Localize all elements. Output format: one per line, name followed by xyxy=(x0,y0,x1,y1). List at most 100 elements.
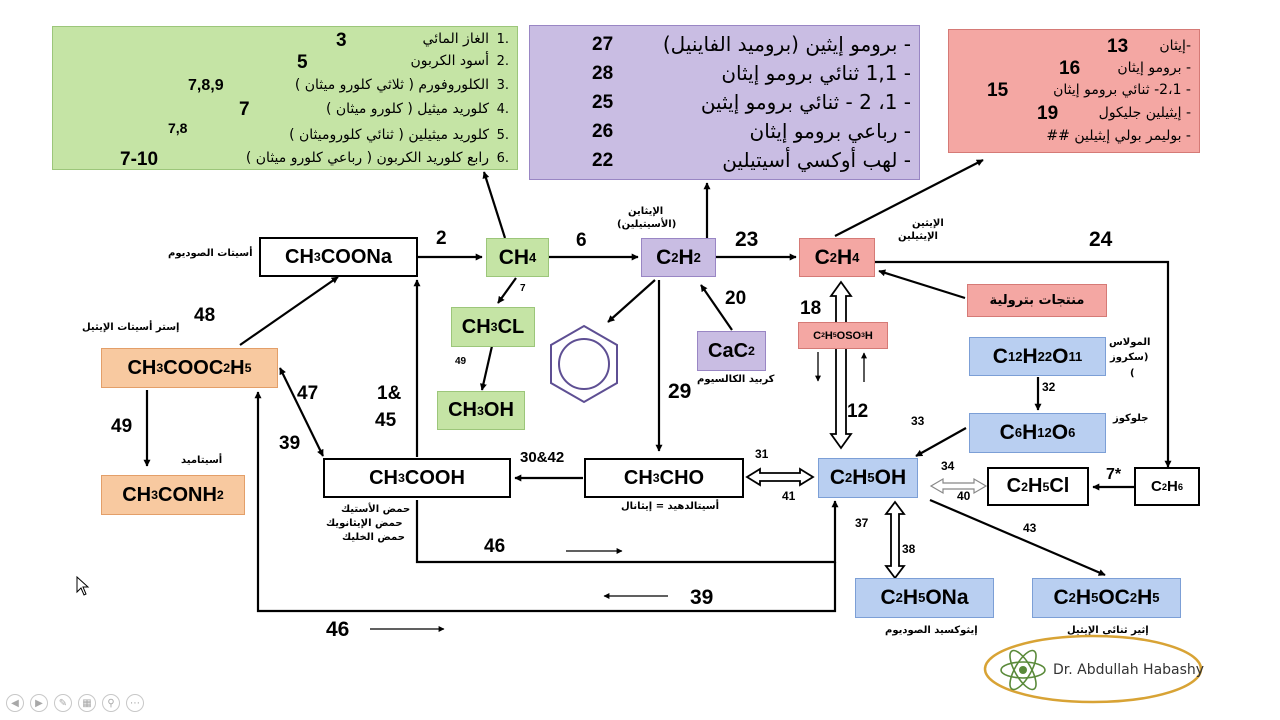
arrow-ethanol-ether xyxy=(929,498,1106,577)
reaction-number: 24 xyxy=(1089,228,1113,251)
reaction-number: 6 xyxy=(576,230,587,251)
reaction-number: 46 xyxy=(326,618,350,641)
ethene-label: الإيثين xyxy=(912,218,944,229)
diethyl-ether-label: إثير ثنائي الإيثيل xyxy=(1067,625,1149,636)
green-list-item: 4. كلوريد ميثيل ( كلورو ميثان ) 7 xyxy=(239,99,509,120)
reaction-number: 30&42 xyxy=(520,449,565,466)
double-arrow-ethanol-ethoxide xyxy=(884,500,906,580)
double-arrow-ethanol-chloroethane xyxy=(929,477,988,495)
reaction-number: 49 xyxy=(111,416,133,437)
molasses-label-2: (سكروز xyxy=(1110,352,1149,363)
slides-icon[interactable]: ▦ xyxy=(78,694,96,712)
purple-list-item: - 1,1 ثنائي برومو إيثان 28 xyxy=(592,61,911,85)
arrow-39-46-loop xyxy=(254,391,837,613)
reaction-number: 18 xyxy=(800,298,822,319)
reaction-number: 39 xyxy=(279,433,301,454)
reaction-number: 38 xyxy=(902,542,916,556)
methane-uses-list: 1. الغاز المائي 3 2. أسود الكربون 5 3. ا… xyxy=(52,26,518,170)
presentation-toolbar: ◀ ▶ ✎ ▦ ⚲ ⋯ xyxy=(6,694,186,716)
reaction-number: 48 xyxy=(194,305,216,326)
benzene-ring-icon xyxy=(550,324,618,404)
arrow-46-top xyxy=(415,500,839,564)
ethyne-label: الإيثاين xyxy=(628,206,664,217)
double-arrow-aldehyde-ethanol xyxy=(745,467,815,487)
reaction-number: 20 xyxy=(725,288,747,309)
ethylene-reactions-list: -إيثان 13 - برومو إيثان 16 - 2،1- ثنائي … xyxy=(948,29,1200,153)
zoom-icon[interactable]: ⚲ xyxy=(102,694,120,712)
reaction-number: 45 xyxy=(375,410,397,431)
reaction-number: 2 xyxy=(436,228,447,249)
mouse-cursor-icon xyxy=(76,575,90,596)
green-list-item: 1. الغاز المائي 3 xyxy=(336,30,509,51)
reaction-number: 47 xyxy=(297,383,319,404)
reaction-number: 1& xyxy=(377,383,402,404)
reaction-number: 7 xyxy=(520,283,526,294)
purple-list-item: - برومو إيثين (بروميد الفاينيل) 27 xyxy=(592,32,911,56)
molasses-label-1: المولاس xyxy=(1109,337,1151,348)
reaction-number: 23 xyxy=(735,228,759,251)
author-logo: Dr. Abdullah Habashy xyxy=(981,632,1205,706)
prev-slide-icon[interactable]: ◀ xyxy=(6,694,24,712)
ethyl-acetate-label: إستر أسيتات الإيثيل xyxy=(82,322,180,333)
purple-list-item: - لهب أوكسي أسيتيلين 22 xyxy=(592,148,911,172)
ethylene-label: الإيثيلين xyxy=(898,231,938,242)
atom-logo-icon xyxy=(983,634,1203,704)
arrow-ester-ch3coona xyxy=(239,276,339,346)
arrow-c2h2-benzene xyxy=(607,279,656,323)
acetylene-label: (الأسيتيلين) xyxy=(617,219,677,230)
calcium-carbide-label: كربيد الكالسيوم xyxy=(697,374,775,385)
arrow-c2h4-pink xyxy=(834,159,984,237)
pink-list-item: - إيثيلين جليكول 19 xyxy=(1037,103,1191,124)
reaction-number: 41 xyxy=(782,489,796,503)
acetic-acid-label-2: حمض الإيثانويك xyxy=(326,518,403,529)
more-icon[interactable]: ⋯ xyxy=(126,694,144,712)
pink-list-item: -إيثان 13 xyxy=(1107,36,1191,57)
green-list-item: 3. الكلوروفورم ( ثلاثي كلورو ميثان ) 7,8… xyxy=(188,77,509,94)
double-arrow-ethanol-ethylene xyxy=(829,280,853,450)
reaction-number: 12 xyxy=(847,401,869,422)
acetaldehyde-label: أسيتالدهيد = إيثانال xyxy=(621,501,720,512)
reaction-number: 31 xyxy=(755,447,769,461)
petroleum-products-box: منتجات بترولية xyxy=(967,284,1107,317)
pink-list-item: - 2،1- ثنائي برومو إيثان 15 xyxy=(987,80,1191,101)
acetylene-reactions-list: - برومو إيثين (بروميد الفاينيل) 27 - 1,1… xyxy=(529,25,920,180)
molasses-label-3: ) xyxy=(1130,368,1135,379)
pink-list-item: - بوليمر بولي إيثيلين ## xyxy=(1046,128,1191,144)
next-slide-icon[interactable]: ▶ xyxy=(30,694,48,712)
purple-list-item: - رباعي برومو إيثان 26 xyxy=(592,119,911,143)
arrow-cac2-c2h2 xyxy=(700,284,733,331)
acetic-acid-label-1: حمض الأستيك xyxy=(341,504,411,515)
green-list-item: 5. كلوريد ميثيلين ( ثنائي كلوروميثان ) 7… xyxy=(168,120,509,143)
pen-icon[interactable]: ✎ xyxy=(54,694,72,712)
green-list-item: 6. رابع كلوريد الكربون ( رباعي كلورو ميث… xyxy=(120,149,509,170)
reaction-number: 33 xyxy=(911,414,925,428)
reaction-number: 40 xyxy=(957,489,971,503)
arrow-ch3cl-ch3oh xyxy=(479,345,494,391)
acetic-acid-label-3: حمض الخليك xyxy=(342,532,405,543)
acetamide-label: أسيتاميد xyxy=(181,455,223,466)
reaction-number: 32 xyxy=(1042,380,1056,394)
reaction-number: 43 xyxy=(1023,521,1037,535)
arrow-glucose-ethanol xyxy=(915,427,967,457)
arrow-c2h4-ethane xyxy=(875,260,1172,468)
pink-list-item: - برومو إيثان 16 xyxy=(1059,58,1191,79)
